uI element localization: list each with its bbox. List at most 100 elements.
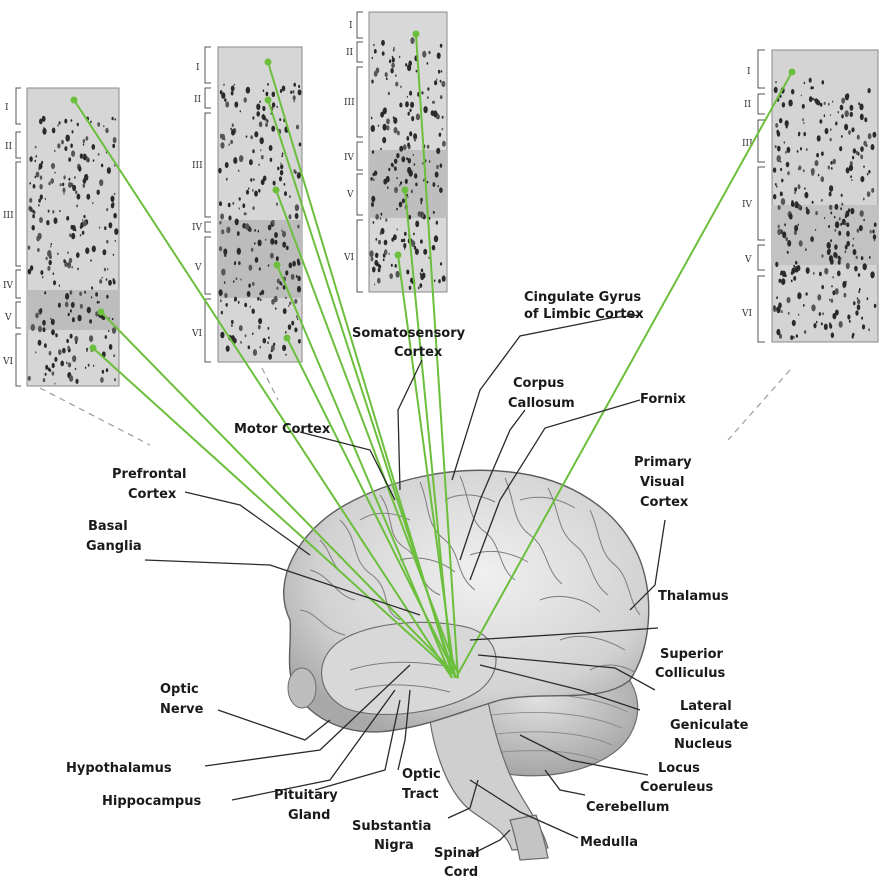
neuron-speck [49,260,52,265]
label-substantia-nigra-1: Substantia [352,819,431,834]
neuron-speck [268,327,270,330]
neuron-speck [860,114,864,121]
neuron-speck [844,293,847,298]
neuron-speck [401,239,403,242]
neuron-speck [433,101,435,104]
neuron-speck [391,264,393,267]
neuron-speck [75,190,77,194]
neuron-speck [79,292,82,296]
neuron-speck [54,172,55,174]
neuron-speck [82,231,85,235]
neuron-speck [821,322,823,325]
neuron-speck [52,371,55,375]
neuron-speck [44,343,47,348]
neuron-speck [52,363,55,368]
label-cerebellum: Cerebellum [586,800,669,815]
neuron-speck [63,175,65,179]
neuron-speck [391,163,394,167]
neuron-speck [429,160,430,162]
neuron-speck [853,301,855,305]
neuron-speck [32,225,35,230]
neuron-speck [70,334,73,339]
neuron-speck [830,128,831,130]
panel1-layer-3: III [3,211,14,221]
neuron-speck [40,176,43,180]
neuron-speck [239,325,243,331]
neuron-speck [775,81,776,83]
neuron-speck [851,127,854,132]
neuron-speck [439,133,442,137]
neuron-speck [415,249,419,255]
neuron-speck [75,341,77,344]
neuron-speck [407,143,410,147]
neuron-speck [868,328,870,331]
neuron-speck [83,220,87,226]
panel4-layer-1: I [747,67,751,77]
neuron-speck [71,150,75,156]
projection-origin-dot [273,187,280,194]
neuron-speck [298,339,301,344]
neuron-speck [380,112,384,118]
neuron-speck [230,128,232,131]
neuron-speck [841,98,845,104]
neuron-speck [830,239,832,242]
neuron-speck [865,144,867,147]
neuron-speck [812,201,814,204]
neuron-speck [841,194,843,197]
neuron-speck [856,256,858,259]
neuron-speck [62,348,66,354]
neuron-speck [258,318,262,324]
neuron-speck [221,92,225,99]
neuron-speck [83,155,84,157]
neuron-speck [248,345,250,349]
neuron-speck [221,269,225,276]
neuron-speck [793,336,795,339]
neuron-speck [802,118,804,121]
neuron-speck [246,87,250,94]
neuron-speck [806,148,808,151]
neuron-speck [259,121,263,127]
neuron-speck [835,288,839,295]
neuron-speck [35,155,37,158]
neuron-speck [104,268,106,271]
neuron-speck [299,143,302,147]
neuron-speck [780,271,783,276]
neuron-speck [442,116,444,119]
neuron-speck [67,263,68,265]
neuron-speck [410,37,414,44]
neuron-speck [86,136,89,140]
neuron-speck [390,68,393,73]
neuron-speck [420,198,423,202]
neuron-speck [860,210,864,217]
neuron-speck [830,161,832,165]
neuron-speck [857,304,861,310]
neuron-speck [810,236,814,242]
neuron-speck [223,83,225,86]
neuron-speck [803,132,806,136]
neuron-speck [85,367,86,369]
neuron-speck [408,112,410,116]
panel4-layer-5: V [744,255,752,265]
neuron-speck [255,257,259,263]
neuron-speck [405,63,407,66]
neuron-speck [293,95,296,100]
label-thalamus: Thalamus [658,589,729,604]
neuron-speck [413,154,414,156]
neuron-speck [66,362,68,365]
neuron-speck [778,302,782,308]
neuron-speck [260,137,264,144]
neuron-speck [228,143,230,146]
neuron-speck [396,153,399,158]
neuron-speck [814,99,815,101]
neuron-speck [254,242,256,244]
neuron-speck [786,125,788,129]
neuron-speck [28,376,31,381]
neuron-speck [838,260,841,265]
neuron-speck [386,125,389,130]
neuron-speck [837,271,841,277]
neuron-speck [45,365,48,370]
neuron-speck [253,178,255,181]
neuron-speck [259,292,261,295]
label-cingulate-gyrus-2: of Limbic Cortex [524,307,644,322]
neuron-speck [53,272,55,275]
